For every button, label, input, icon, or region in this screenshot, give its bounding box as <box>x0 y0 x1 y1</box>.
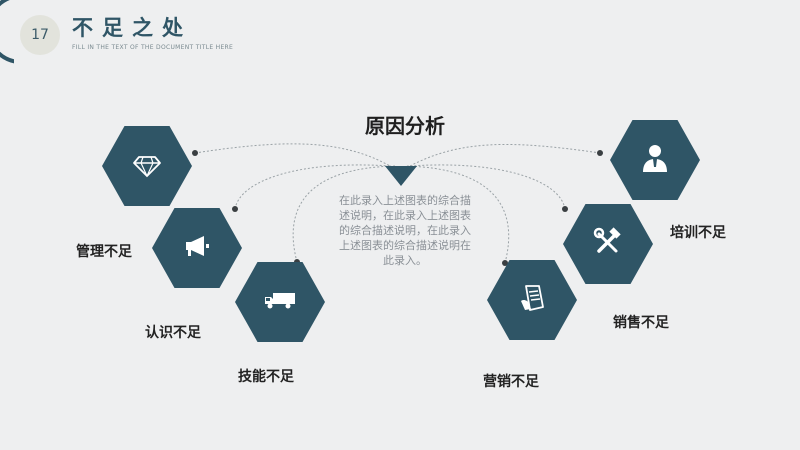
document-hand-icon <box>517 283 547 317</box>
connector-dot-awareness <box>232 206 238 212</box>
page-number: 17 <box>31 27 49 43</box>
page-subtitle: FILL IN THE TEXT OF THE DOCUMENT TITLE H… <box>72 44 234 51</box>
connector-curve-skill <box>292 165 396 263</box>
page-title: 不足之处 <box>72 16 192 40</box>
label-sales: 销售不足 <box>613 315 669 331</box>
label-skill: 技能不足 <box>238 369 294 385</box>
person-icon <box>640 142 670 178</box>
center-title: 原因分析 <box>365 114 445 138</box>
tools-icon <box>592 226 624 262</box>
page-number-badge: 17 <box>20 15 60 55</box>
connector-curve-marketing <box>404 165 510 264</box>
hex-marketing <box>487 260 577 340</box>
connector-dot-training <box>597 150 603 156</box>
truck-icon <box>263 288 297 316</box>
label-management: 管理不足 <box>76 244 132 260</box>
connector-curve-awareness <box>234 164 391 210</box>
label-marketing: 营销不足 <box>483 374 539 390</box>
connector-curve-sales <box>409 164 566 210</box>
connector-dot-sales <box>562 206 568 212</box>
hex-skill <box>235 262 325 342</box>
connector-dot-marketing <box>502 260 508 266</box>
center-description: 在此录入上述图表的综合描述说明，在此录入上述图表的综合描述说明，在此录入上述图表… <box>339 194 471 267</box>
connector-dot-management <box>192 150 198 156</box>
megaphone-icon <box>182 231 212 265</box>
connector-curve-management <box>194 143 391 167</box>
diamond-icon <box>132 149 162 183</box>
label-awareness: 认识不足 <box>145 325 201 341</box>
label-training: 培训不足 <box>670 225 726 241</box>
center-triangle <box>385 166 417 186</box>
connector-curve-training <box>409 143 601 167</box>
